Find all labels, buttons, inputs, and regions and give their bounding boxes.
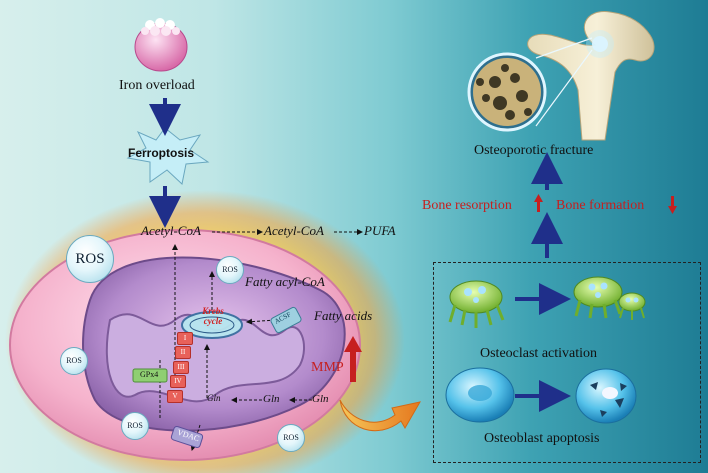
fatty-acyl-coa-label: Fatty acyl-CoA xyxy=(245,274,325,289)
zoom-line-top xyxy=(535,37,593,59)
femur-bone-icon xyxy=(527,11,655,141)
acsf-channel xyxy=(270,306,302,334)
ros-bubble-4: ROS xyxy=(277,424,305,452)
ros-bubble-2: ROS xyxy=(60,347,88,375)
osteoclast-cell-right-small xyxy=(618,292,646,320)
pufa-label: PUFA xyxy=(364,223,396,238)
vdac-channel xyxy=(170,425,204,449)
osteoporotic-fracture-label: Osteoporotic fracture xyxy=(474,143,594,158)
ferroptosis-burst-icon xyxy=(126,127,210,185)
acetyl-coa-label-1: Acetyl-CoA xyxy=(141,223,201,238)
krebs-cycle-label: Krebs cycle xyxy=(202,306,224,326)
bone-formation-down-arrow xyxy=(671,196,674,209)
iron-overload-icon xyxy=(134,18,188,72)
fatty-acids-label: Fatty acids xyxy=(314,308,373,323)
bone-formation-label: Bone formation xyxy=(556,198,645,213)
iron-overload-label: Iron overload xyxy=(119,78,195,93)
osteoclast-activation-label: Osteoclast activation xyxy=(480,346,598,361)
trabecular-bone-magnifier xyxy=(467,52,547,132)
complex-i: I xyxy=(177,332,193,345)
complex-v: V xyxy=(167,390,183,403)
osteoblast-apoptosis-label: Osteoblast apoptosis xyxy=(484,431,600,446)
osteoclast-cell-right-large xyxy=(573,276,623,319)
ros-bubble-large: ROS xyxy=(66,235,114,283)
ros-bubble-3: ROS xyxy=(121,412,149,440)
complex-iii: III xyxy=(173,361,189,374)
gln-label-1: Gln xyxy=(312,393,329,405)
curved-orange-arrow xyxy=(339,399,421,432)
zoom-line-bottom xyxy=(535,49,593,127)
bone-resorption-up-arrow xyxy=(537,199,540,212)
acetyl-coa-label-2: Acetyl-CoA xyxy=(264,223,324,238)
gln-label-3: Gln xyxy=(207,393,221,403)
bone-formation-down-arrowhead xyxy=(668,206,677,214)
bone-resorption-up-arrowhead xyxy=(534,194,543,202)
complex-ii: II xyxy=(175,346,191,359)
mmp-label: MMP xyxy=(311,360,344,375)
osteoclast-cell-left xyxy=(448,280,505,328)
complex-iv: IV xyxy=(170,375,186,388)
gpx4-chip xyxy=(132,368,168,383)
osteoblast-cell-intact xyxy=(445,367,515,423)
bone-cells-dashed-panel xyxy=(433,262,701,463)
krebs-cycle-ring xyxy=(181,311,243,339)
gpx4-label: GPx4 xyxy=(140,370,159,379)
ros-bubble-1: ROS xyxy=(216,256,244,284)
gln-label-2: Gln xyxy=(263,393,280,405)
osteoblast-cell-apoptotic xyxy=(575,368,637,424)
bone-resorption-label: Bone resorption xyxy=(422,198,512,213)
mmp-up-arrow-shaft xyxy=(350,348,356,382)
mmp-up-arrow-head xyxy=(344,336,362,352)
ferroptosis-label: Ferroptosis xyxy=(128,146,195,160)
krebs-cycle-inner xyxy=(189,316,235,334)
